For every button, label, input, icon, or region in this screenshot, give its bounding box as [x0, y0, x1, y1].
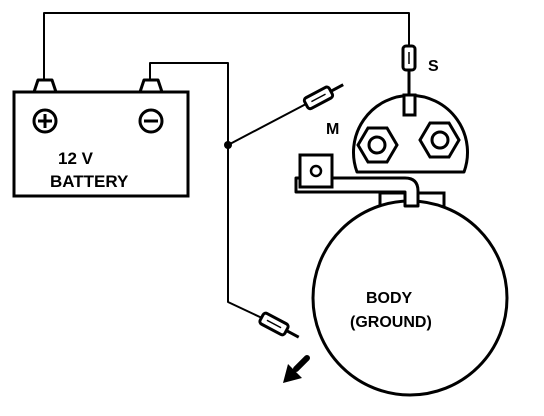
battery-negative-symbol	[138, 108, 164, 134]
battery-voltage-label: 12 V	[58, 149, 94, 168]
probe-icon	[401, 44, 417, 95]
wire-junction-to-ground-probe	[227, 144, 263, 319]
probe-icon	[258, 311, 300, 339]
battery-positive-symbol	[32, 108, 58, 134]
motor-body-label: BODY	[366, 290, 413, 307]
wire-junction-to-m-probe	[227, 103, 307, 146]
wire-negative-to-junction	[149, 62, 229, 146]
motor-body: BODY (GROUND)	[311, 191, 509, 397]
nut-icon	[356, 126, 399, 164]
motor-ground-label: (GROUND)	[350, 314, 432, 331]
nut-icon	[418, 121, 461, 159]
solenoid-m-label: M	[326, 121, 339, 138]
probe-icon	[302, 83, 344, 111]
wire-junction	[224, 141, 232, 149]
battery-post-negative	[138, 78, 164, 93]
solenoid-s-label: S	[428, 58, 439, 75]
battery-icon: 12 V BATTERY	[12, 78, 190, 198]
battery-name-label: BATTERY	[50, 172, 129, 191]
solenoid-s-terminal-stud	[402, 93, 417, 117]
arrow-icon	[283, 355, 310, 383]
wire-positive-to-s-terminal	[43, 12, 410, 81]
battery-post-positive	[32, 78, 58, 93]
starter-solenoid: M S	[294, 58, 469, 208]
